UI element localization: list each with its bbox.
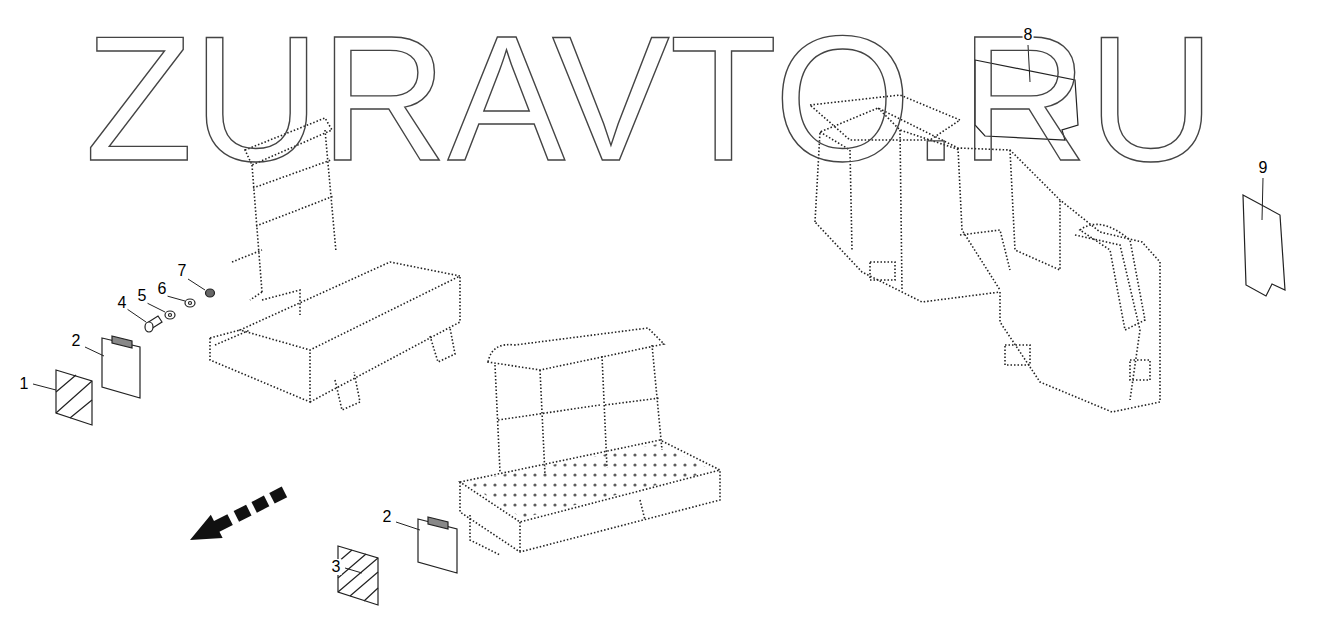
callout-number: 8 [1023, 27, 1034, 43]
callout-number: 2 [382, 509, 393, 525]
watermark: ZURAVTO.RU [85, 10, 1215, 188]
callout-number: 1 [19, 376, 30, 392]
callout-number: 7 [177, 263, 188, 279]
callout-number: 3 [331, 559, 342, 575]
callout-number: 5 [137, 288, 148, 304]
callout-number: 9 [1258, 160, 1269, 176]
callout-number: 6 [157, 281, 168, 297]
callout-number: 4 [117, 295, 128, 311]
callout-number: 2 [71, 333, 82, 349]
